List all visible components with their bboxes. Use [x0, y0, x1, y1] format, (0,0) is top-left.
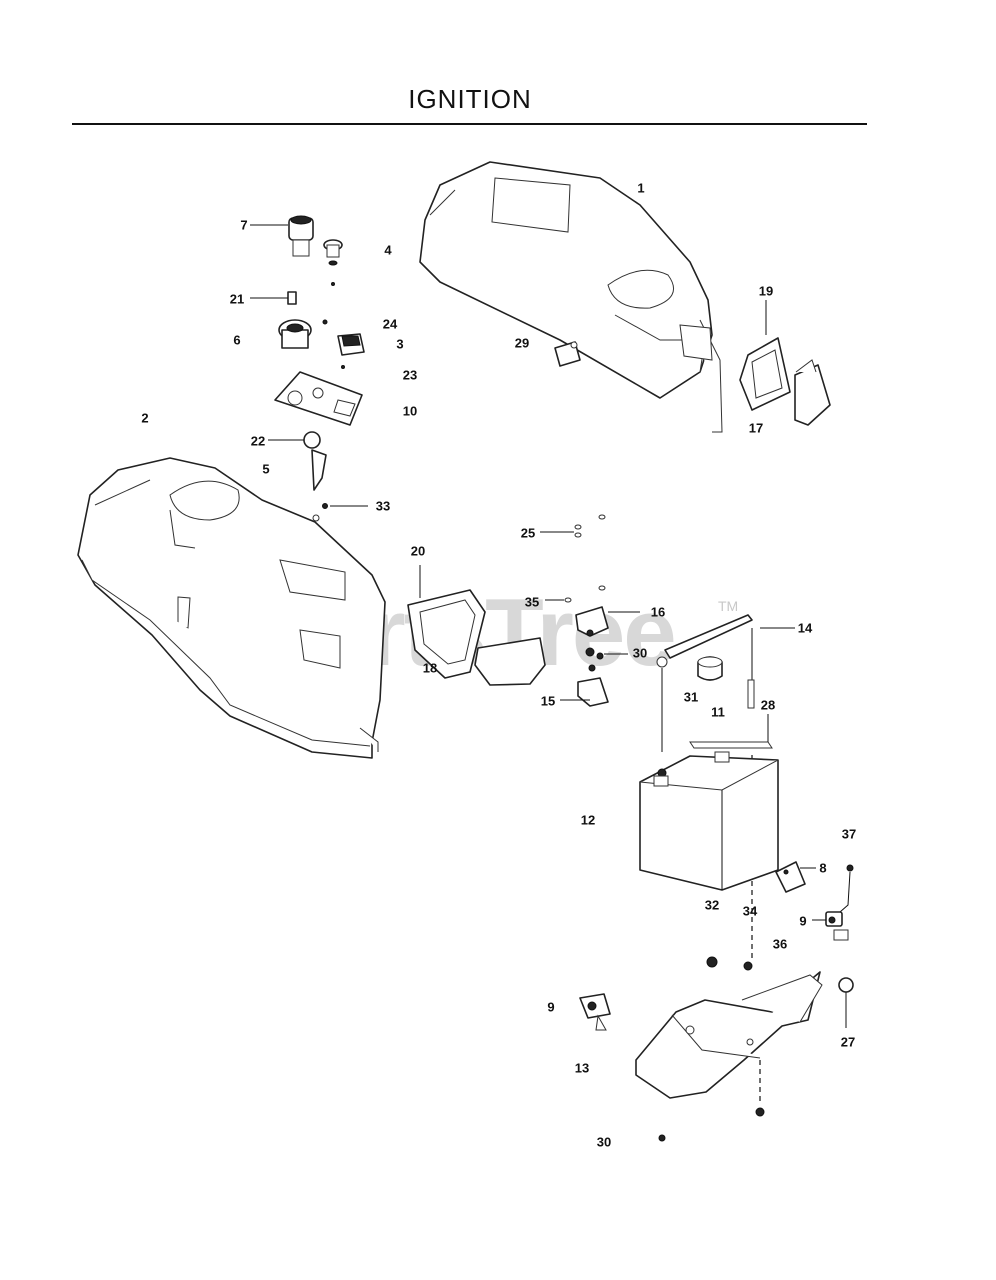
- callout-25: 25: [520, 525, 536, 541]
- callout-34: 34: [742, 903, 758, 919]
- callout-36: 36: [772, 936, 788, 952]
- callout-30-upper: 30: [632, 645, 648, 661]
- callout-7: 7: [240, 217, 248, 233]
- watermark-trademark: TM: [718, 598, 739, 614]
- callout-2: 2: [141, 410, 149, 426]
- part-21-connector: [250, 291, 297, 305]
- callout-19: 19: [758, 283, 774, 299]
- callout-29: 29: [514, 335, 530, 351]
- callout-28: 28: [760, 697, 776, 713]
- callout-21: 21: [229, 291, 245, 307]
- part-18-cover: [474, 637, 546, 686]
- part-27-clip: [706, 956, 854, 1028]
- callout-17: 17: [748, 420, 764, 436]
- callout-33: 33: [375, 498, 391, 514]
- callout-24: 24: [382, 316, 398, 332]
- callout-22: 22: [250, 433, 266, 449]
- callout-14: 14: [797, 620, 813, 636]
- part-14-rod: [664, 614, 795, 700]
- callout-1: 1: [637, 180, 645, 196]
- part-9-switch-right: [812, 911, 849, 941]
- part-15-bracket: [560, 677, 609, 707]
- callout-32: 32: [704, 897, 720, 913]
- part-6-switch: [278, 319, 328, 349]
- callout-8: 8: [819, 860, 827, 876]
- callout-27: 27: [840, 1034, 856, 1050]
- callout-3: 3: [396, 336, 404, 352]
- callout-35: 35: [524, 594, 540, 610]
- callout-4: 4: [384, 242, 392, 258]
- part-8-solenoid: [775, 861, 816, 893]
- callout-18: 18: [422, 660, 438, 676]
- callout-16: 16: [650, 604, 666, 620]
- part-1-rear-hood: [419, 161, 723, 433]
- part-30-nut: [585, 647, 628, 672]
- part-16-switch: [575, 606, 640, 637]
- callout-6: 6: [233, 332, 241, 348]
- callout-13: 13: [574, 1060, 590, 1076]
- callout-23: 23: [402, 367, 418, 383]
- part-17-cover: [794, 359, 831, 426]
- callout-37: 37: [841, 826, 857, 842]
- part-20-bezel: [407, 565, 486, 679]
- part-35-fastener: [545, 585, 606, 603]
- part-29-bracket: [554, 341, 581, 367]
- part-13-battery-tray: [635, 971, 823, 1117]
- callout-20: 20: [410, 543, 426, 559]
- part-11-cap: [697, 656, 723, 681]
- part-9-switch-lower: [579, 993, 611, 1031]
- callout-9-lower: 9: [547, 999, 555, 1015]
- part-3-rocker: [337, 333, 365, 369]
- part-19-bezel: [739, 300, 791, 411]
- part-22-5-wire-harness: [268, 431, 368, 522]
- part-10-mount-plate: [274, 371, 363, 426]
- callout-5: 5: [262, 461, 270, 477]
- part-32-battery: [639, 751, 779, 891]
- callout-11: 11: [711, 704, 725, 720]
- part-4-knob: [323, 239, 343, 286]
- callout-10: 10: [402, 403, 418, 419]
- title-rule: [72, 123, 867, 125]
- page-title: IGNITION: [408, 84, 532, 114]
- callout-12: 12: [580, 812, 596, 828]
- callout-30-lower: 30: [596, 1134, 612, 1150]
- callout-9-right: 9: [799, 913, 807, 929]
- part-37-wire: [839, 864, 854, 913]
- part-30-nut-lower: [658, 1134, 666, 1142]
- part-31-post: [656, 656, 668, 752]
- part-2-front-hood: [77, 457, 386, 759]
- part-7-key-switch: [250, 215, 314, 257]
- callout-31: 31: [683, 689, 699, 705]
- callout-15: 15: [540, 693, 556, 709]
- part-25-fastener: [540, 514, 606, 538]
